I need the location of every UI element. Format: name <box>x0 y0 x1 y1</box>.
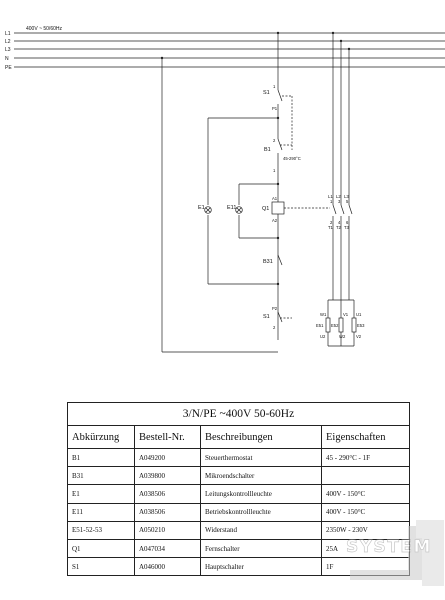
cell-order-no: A047034 <box>134 538 201 559</box>
cell-order-no: A046000 <box>134 557 201 577</box>
b1-label: B1 <box>264 147 271 153</box>
table-header-row: Abkürzung Bestell-Nr. Beschreibungen Eig… <box>67 425 410 449</box>
cell-order-no: A050210 <box>134 520 201 540</box>
cell-description: Betriebskontrollleuchte <box>200 502 322 522</box>
cell-abbr: Q1 <box>67 538 135 559</box>
contact-top-l3: L3 <box>344 194 349 199</box>
q1-coil <box>271 201 285 215</box>
e52-pin-top: V1 <box>343 312 349 317</box>
e53-pin-bottom: V2 <box>356 334 362 339</box>
e51-label: E51 <box>316 323 324 328</box>
e51-pin-bottom: U2 <box>320 334 326 339</box>
s1-bottom-label: S1 <box>263 314 270 320</box>
s1-bottom-pin-top: P2 <box>272 306 278 311</box>
e52-pin-bottom: W2 <box>339 334 346 339</box>
supply-voltage-label: 400V ~ 50/60Hz <box>26 26 62 32</box>
e11-label: E11 <box>227 205 236 211</box>
cell-description: Mikroendschalter <box>200 466 322 486</box>
cell-description: Steuerthermostat <box>200 447 322 468</box>
contact-bottom-num-4: 4 <box>338 220 341 225</box>
q1-pin-a2: A2 <box>272 218 278 223</box>
table-caption: 3/N/PE ~400V 50-60Hz <box>67 402 410 426</box>
table-row: E11 A038506 Betriebskontrollleuchte 400V… <box>67 502 410 522</box>
contact-top-l1: L1 <box>328 194 333 199</box>
b31-label: B31 <box>263 259 273 265</box>
table-row: E1 A038506 Leitungskontrollleuchte 400V … <box>67 484 410 504</box>
cell-abbr: E11 <box>67 502 135 522</box>
bus-label-l2: L2 <box>5 39 11 45</box>
contact-bottom-num-6: 6 <box>346 220 349 225</box>
header-bestell-nr: Bestell-Nr. <box>134 425 201 449</box>
contact-bottom-t3: T3 <box>344 225 350 230</box>
bus-label-l1: L1 <box>5 31 11 37</box>
watermark-text: SYSTEM <box>346 537 432 557</box>
s1-top-label: S1 <box>263 90 270 96</box>
heater-e52 <box>338 317 344 333</box>
table-row: B31 A039800 Mikroendschalter <box>67 466 410 486</box>
cell-abbr: S1 <box>67 557 135 577</box>
contact-bottom-num-2: 2 <box>330 220 333 225</box>
parts-table: 3/N/PE ~400V 50-60Hz Abkürzung Bestell-N… <box>67 402 410 577</box>
e52-label: E52 <box>331 323 339 328</box>
b1-range: 45-290°C <box>283 156 301 161</box>
cell-order-no: A038506 <box>134 484 201 504</box>
system-watermark-logo: SYSTEM <box>346 520 444 586</box>
heater-e53 <box>351 317 357 333</box>
bus-label-pe: PE <box>5 65 12 71</box>
s1-bottom-pin-bottom: 2 <box>273 325 276 330</box>
contact-bottom-t2: T2 <box>336 225 342 230</box>
e51-pin-top: W1 <box>320 312 327 317</box>
parts-table-container: 3/N/PE ~400V 50-60Hz Abkürzung Bestell-N… <box>67 402 410 577</box>
table-row: Q1 A047034 Fernschalter 25A <box>67 538 410 559</box>
bus-label-n: N <box>5 56 9 62</box>
b1-pin-a: 2 <box>273 138 276 143</box>
contact-top-l2: L2 <box>336 194 341 199</box>
cell-order-no: A038506 <box>134 502 201 522</box>
cell-description: Widerstand <box>200 520 322 540</box>
cell-description: Hauptschalter <box>200 557 322 577</box>
header-beschreibungen: Beschreibungen <box>200 425 322 449</box>
cell-properties <box>321 466 410 486</box>
e53-pin-top: U1 <box>356 312 362 317</box>
header-abkuerzung: Abkürzung <box>67 425 135 449</box>
contact-top-num-3: 3 <box>338 199 341 204</box>
header-eigenschaften: Eigenschaften <box>321 425 410 449</box>
table-row: S1 A046000 Hauptschalter 1F <box>67 557 410 577</box>
q1-pin-a1: A1 <box>272 196 278 201</box>
cell-abbr: E1 <box>67 484 135 504</box>
s1-top-pin-top: 1 <box>273 84 276 89</box>
e53-label: E53 <box>357 323 365 328</box>
contact-top-num-5: 5 <box>346 199 349 204</box>
cell-order-no: A049200 <box>134 447 201 468</box>
bus-label-l3: L3 <box>5 47 11 53</box>
contact-top-num-1: 1 <box>330 199 333 204</box>
cell-order-no: A039800 <box>134 466 201 486</box>
cell-abbr: E51-52-53 <box>67 520 135 540</box>
cell-properties: 45 - 290°C - 1F <box>321 447 410 468</box>
cell-abbr: B1 <box>67 447 135 468</box>
cell-properties: 400V - 150°C <box>321 484 410 504</box>
q1-label: Q1 <box>262 206 269 212</box>
cell-description: Fernschalter <box>200 538 322 559</box>
contact-bottom-t1: T1 <box>328 225 334 230</box>
s1-top-pin-bottom: P1 <box>272 106 278 111</box>
heater-e51 <box>325 317 331 333</box>
cell-abbr: B31 <box>67 466 135 486</box>
cell-description: Leitungskontrollleuchte <box>200 484 322 504</box>
wiring-schematic: 400V ~ 50/60Hz L1 L2 L3 N PE S1 1 P1 B1 … <box>5 26 445 353</box>
table-row: B1 A049200 Steuerthermostat 45 - 290°C -… <box>67 447 410 468</box>
b1-pin-b: 1 <box>273 168 276 173</box>
e1-label: E1 <box>198 205 205 211</box>
